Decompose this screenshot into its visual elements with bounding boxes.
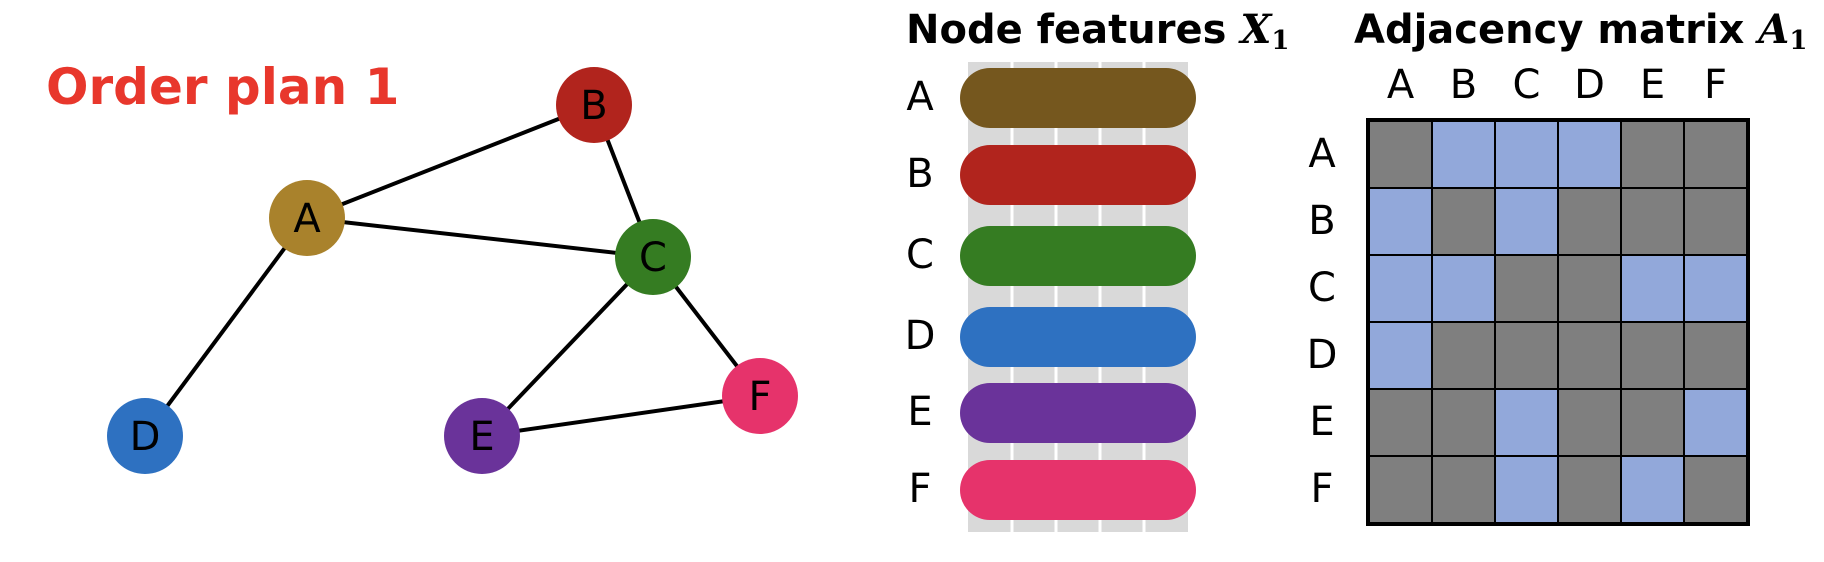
node-label-E: E xyxy=(469,414,494,460)
adjacency-col-label-F: F xyxy=(1703,62,1727,108)
adjacency-row-label-A: A xyxy=(1308,131,1336,177)
node-circle-B xyxy=(556,67,632,143)
adjacency-cell-B-B xyxy=(1432,188,1495,255)
adjacency-cell-E-F xyxy=(1684,389,1747,456)
node-features-title-subscript: 1 xyxy=(1271,26,1290,56)
adjacency-cell-D-A xyxy=(1369,322,1432,389)
node-features-title-symbol: X xyxy=(1240,6,1272,53)
node-F: F xyxy=(722,358,798,434)
adjacency-cell-A-B xyxy=(1432,121,1495,188)
edge-E-F xyxy=(481,394,761,438)
adjacency-cell-F-F xyxy=(1684,456,1747,523)
adjacency-cell-B-C xyxy=(1495,188,1558,255)
feature-row-label-C: C xyxy=(906,232,934,278)
adjacency-row-label-E: E xyxy=(1309,399,1335,445)
edge-A-B xyxy=(306,103,595,220)
adjacency-title: Adjacency matrix A1 xyxy=(1354,6,1807,56)
adjacency-col-label-B: B xyxy=(1449,62,1478,108)
adjacency-cell-B-A xyxy=(1369,188,1432,255)
adjacency-title-subscript: 1 xyxy=(1789,26,1808,56)
edge-C-E xyxy=(480,255,655,438)
adjacency-cell-F-C xyxy=(1495,456,1558,523)
node-D: D xyxy=(107,398,183,474)
node-label-D: D xyxy=(130,414,161,460)
adjacency-cell-B-F xyxy=(1684,188,1747,255)
feature-row-label-A: A xyxy=(906,74,934,120)
adjacency-col-label-A: A xyxy=(1386,62,1415,108)
feature-row-label-F: F xyxy=(908,466,932,512)
node-features-title: Node features X1 xyxy=(906,6,1290,56)
adjacency-cell-A-E xyxy=(1621,121,1684,188)
node-C: C xyxy=(615,219,691,295)
adjacency-cell-C-E xyxy=(1621,255,1684,322)
feature-row-label-E: E xyxy=(907,389,933,435)
adjacency-cell-E-C xyxy=(1495,389,1558,456)
adjacency-cell-B-E xyxy=(1621,188,1684,255)
feature-bar-D xyxy=(960,307,1196,367)
node-E: E xyxy=(444,398,520,474)
adjacency-cell-D-D xyxy=(1558,322,1621,389)
adjacency-cell-A-C xyxy=(1495,121,1558,188)
adjacency-cell-E-E xyxy=(1621,389,1684,456)
adjacency-col-label-D: D xyxy=(1574,62,1605,108)
adjacency-col-label-E: E xyxy=(1639,62,1666,108)
feature-grid-background xyxy=(968,62,1188,532)
node-circle-A xyxy=(269,180,345,256)
adjacency-cell-F-B xyxy=(1432,456,1495,523)
feature-row-label-D: D xyxy=(904,313,936,359)
adjacency-title-text: Adjacency matrix xyxy=(1354,7,1759,53)
adjacency-cell-D-C xyxy=(1495,322,1558,389)
adjacency-cell-A-A xyxy=(1369,121,1432,188)
node-B: B xyxy=(556,67,632,143)
adjacency-row-label-F: F xyxy=(1310,466,1334,512)
node-label-A: A xyxy=(293,196,321,242)
adjacency-cell-C-C xyxy=(1495,255,1558,322)
feature-bar-C xyxy=(960,226,1196,286)
adjacency-cell-E-D xyxy=(1558,389,1621,456)
adjacency-col-label-C: C xyxy=(1512,62,1541,108)
adjacency-cell-A-D xyxy=(1558,121,1621,188)
node-label-C: C xyxy=(639,235,667,281)
node-circle-E xyxy=(444,398,520,474)
adjacency-matrix xyxy=(1366,118,1750,526)
graph-edges xyxy=(143,103,762,438)
node-features-title-text: Node features xyxy=(906,7,1241,53)
graph-diagram: A B C D E F xyxy=(107,67,798,474)
edge-A-D xyxy=(143,216,309,438)
feature-bar-F xyxy=(960,460,1196,520)
adjacency-cell-C-B xyxy=(1432,255,1495,322)
adjacency-row-label-D: D xyxy=(1306,332,1338,378)
order-plan-title: Order plan 1 xyxy=(46,58,400,116)
adjacency-cell-A-F xyxy=(1684,121,1747,188)
node-A: A xyxy=(269,180,345,256)
feature-bar-A xyxy=(960,68,1196,128)
feature-bar-B xyxy=(960,145,1196,205)
adjacency-cell-D-F xyxy=(1684,322,1747,389)
adjacency-title-symbol: A xyxy=(1758,6,1790,53)
adjacency-cell-C-D xyxy=(1558,255,1621,322)
adjacency-cell-D-B xyxy=(1432,322,1495,389)
node-circle-D xyxy=(107,398,183,474)
adjacency-cell-D-E xyxy=(1621,322,1684,389)
node-circle-F xyxy=(722,358,798,434)
adjacency-row-label-C: C xyxy=(1308,265,1336,311)
adjacency-cell-C-F xyxy=(1684,255,1747,322)
adjacency-cell-E-A xyxy=(1369,389,1432,456)
adjacency-cell-F-E xyxy=(1621,456,1684,523)
feature-row-label-B: B xyxy=(906,151,934,197)
graph-nodes: A B C D E F xyxy=(107,67,798,474)
node-label-B: B xyxy=(580,83,607,129)
node-circle-C xyxy=(615,219,691,295)
adjacency-cell-F-D xyxy=(1558,456,1621,523)
adjacency-cell-E-B xyxy=(1432,389,1495,456)
adjacency-row-label-B: B xyxy=(1308,198,1336,244)
node-label-F: F xyxy=(748,374,771,420)
feature-bar-E xyxy=(960,383,1196,443)
adjacency-cell-C-A xyxy=(1369,255,1432,322)
adjacency-cell-F-A xyxy=(1369,456,1432,523)
adjacency-cell-B-D xyxy=(1558,188,1621,255)
edge-A-C xyxy=(306,216,654,259)
